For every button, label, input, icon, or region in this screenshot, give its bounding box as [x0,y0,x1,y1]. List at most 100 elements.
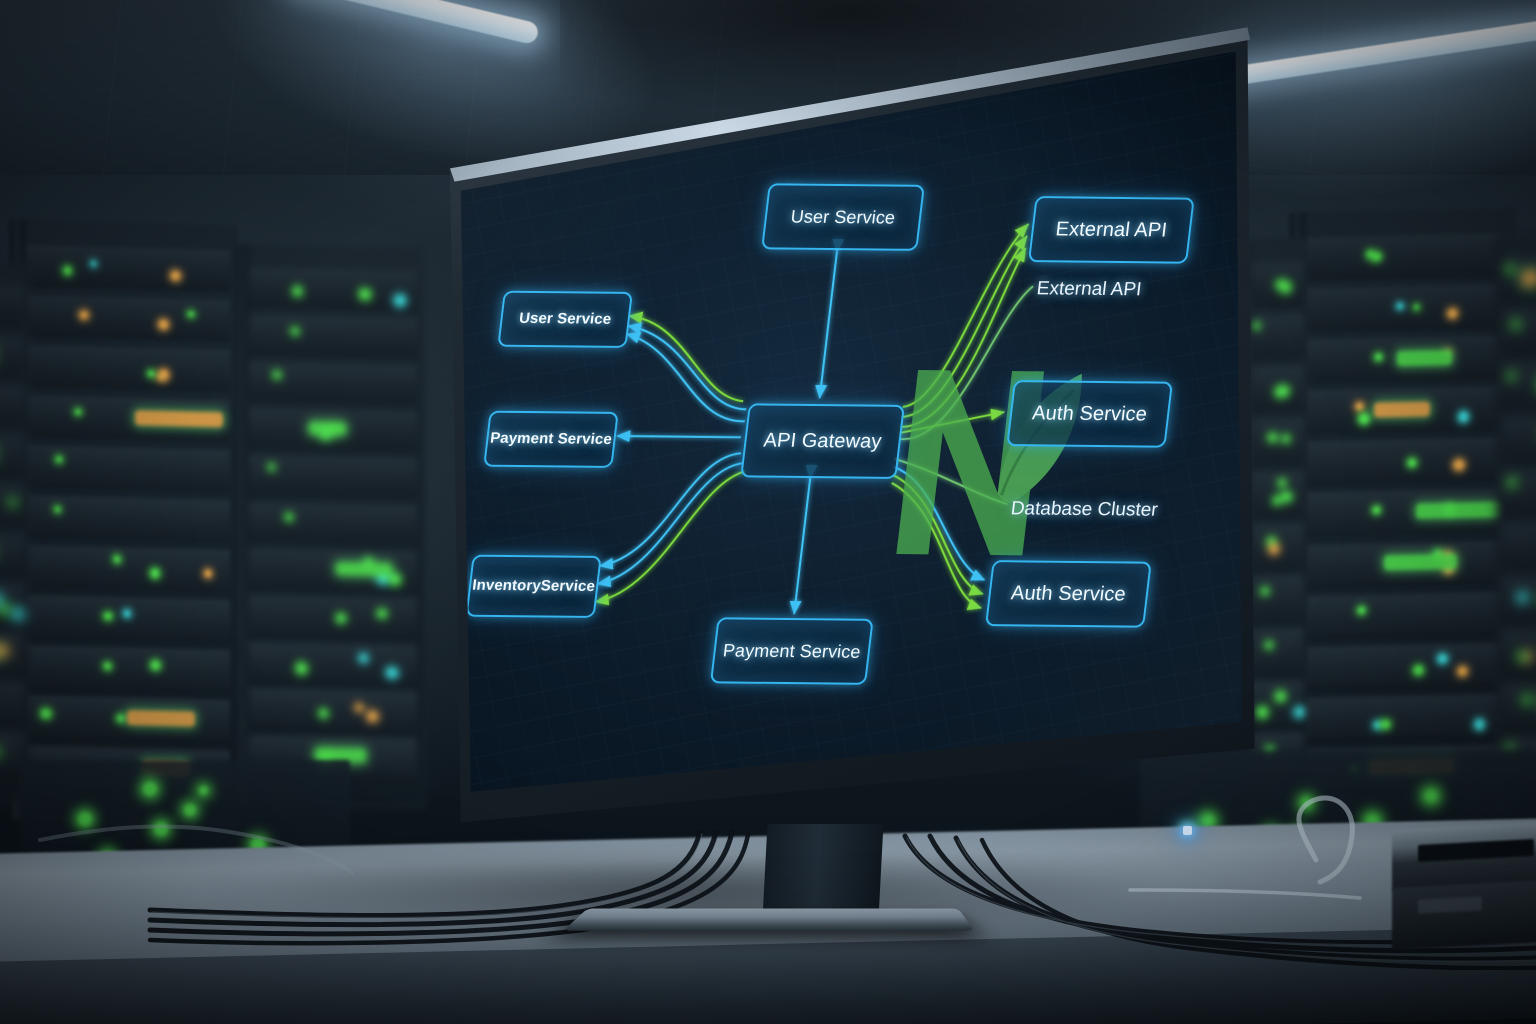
rack-unit [1500,414,1536,463]
rack-status-led-icon [337,614,346,623]
rack-status-led-icon [0,594,2,605]
rack-status-led-icon [1474,719,1485,730]
rack-status-led-icon [1508,373,1515,380]
rack-unit [1300,692,1508,740]
rack-status-led-icon [148,370,155,377]
rack-unit [1300,590,1508,638]
rack-unit [20,594,230,643]
rack-status-led-icon [1283,435,1289,442]
rack-status-led-icon [1414,665,1423,675]
rack-unit [1300,641,1508,689]
rack-status-led-icon [188,311,194,317]
rack-status-led-icon [1457,666,1468,677]
rack-unit [0,382,24,428]
rack-unit [1500,308,1536,357]
rack-status-led-icon [1518,653,1525,660]
rack-status-led-icon [9,499,16,505]
rack-status-led-icon [320,710,327,717]
rack-status-led-icon [1278,479,1286,487]
rack-body [0,260,28,804]
monitor-stand-neck [762,824,884,918]
rack-unit [0,481,24,527]
rack-status-led-icon [1437,653,1447,663]
rack-status-led-icon [13,609,24,620]
rack-status-led-icon [1356,402,1364,410]
rack-unit [1500,361,1536,410]
rack-status-led-icon [268,464,275,471]
server-rack [1496,230,1536,814]
rack-unit [1300,233,1508,281]
rack-status-led-icon [286,513,293,520]
rack-unit [0,629,24,675]
rack-led-bar [127,710,196,727]
rack-unit [1500,680,1536,729]
monitor-stand-base [563,908,975,931]
rack-status-led-icon [204,570,212,577]
rack-status-led-icon [74,408,82,416]
rack-status-led-icon [1414,304,1420,311]
rack-status-led-icon [54,506,61,513]
rack-status-led-icon [123,610,131,617]
rack-unit [0,332,24,378]
rack-unit [20,644,230,693]
rack-led-bar [1374,401,1430,418]
rack-unit [20,694,230,743]
rack-status-led-icon [150,568,160,578]
rack-unit [20,244,230,292]
rack-status-led-icon [1523,653,1532,661]
rack-status-led-icon [1269,434,1276,442]
rack-status-led-icon [1265,641,1272,649]
rack-unit [0,679,24,725]
monitor-screen: User Service Payment Service User Servic… [460,51,1242,792]
rack-body [1290,207,1518,825]
rack-status-led-icon [104,612,112,621]
rack-status-led-icon [1459,411,1469,422]
rack-unit [1300,386,1508,434]
rack-status-led-icon [1396,303,1403,310]
rack-unit [1500,521,1536,569]
rack-status-led-icon [291,327,299,335]
rack-unit [1300,539,1508,587]
rack-unit [20,544,230,593]
rack-led-bar [1416,501,1503,519]
server-rack [1290,207,1518,825]
rack-unit [20,494,230,542]
rack-unit [1300,488,1508,536]
rack-status-led-icon [1262,588,1269,595]
rack-status-led-icon [159,319,168,329]
rack-status-led-icon [294,287,302,296]
rack-status-led-icon [1518,593,1527,602]
rack-unit [1500,467,1536,516]
rack-status-led-icon [1282,492,1291,502]
rack-status-led-icon [157,373,164,380]
rack-status-led-icon [1275,692,1285,702]
rack-status-led-icon [1294,707,1305,717]
rack-status-led-icon [1448,308,1457,319]
rack-unit [1500,627,1536,676]
server-rack [0,260,28,804]
rack-status-led-icon [1513,321,1520,328]
rack-led-bar [308,421,346,436]
rack-body [10,219,240,825]
rack-unit [1500,255,1536,303]
desk-device-bottom [1392,880,1536,950]
rack-status-led-icon [274,371,281,378]
rack-status-led-icon [151,660,161,670]
rack-frame-pillar [1496,232,1503,814]
rack-status-led-icon [1358,607,1365,614]
rack-unit [1500,574,1536,623]
rack-status-led-icon [1372,252,1381,261]
rack-status-led-icon [1408,458,1416,467]
rack-unit [20,294,230,342]
rack-status-led-icon [116,714,125,723]
rack-status-led-icon [1373,506,1380,514]
rack-unit [1300,335,1508,383]
rack-status-led-icon [1374,353,1382,361]
monitor-power-led-icon [1183,826,1192,835]
rack-status-led-icon [55,456,62,463]
rack-led-bar [134,410,223,428]
monitor: User Service Payment Service User Servic… [360,14,1260,844]
rack-status-led-icon [1373,721,1381,729]
rack-unit [0,580,24,626]
rack-status-led-icon [0,645,8,656]
